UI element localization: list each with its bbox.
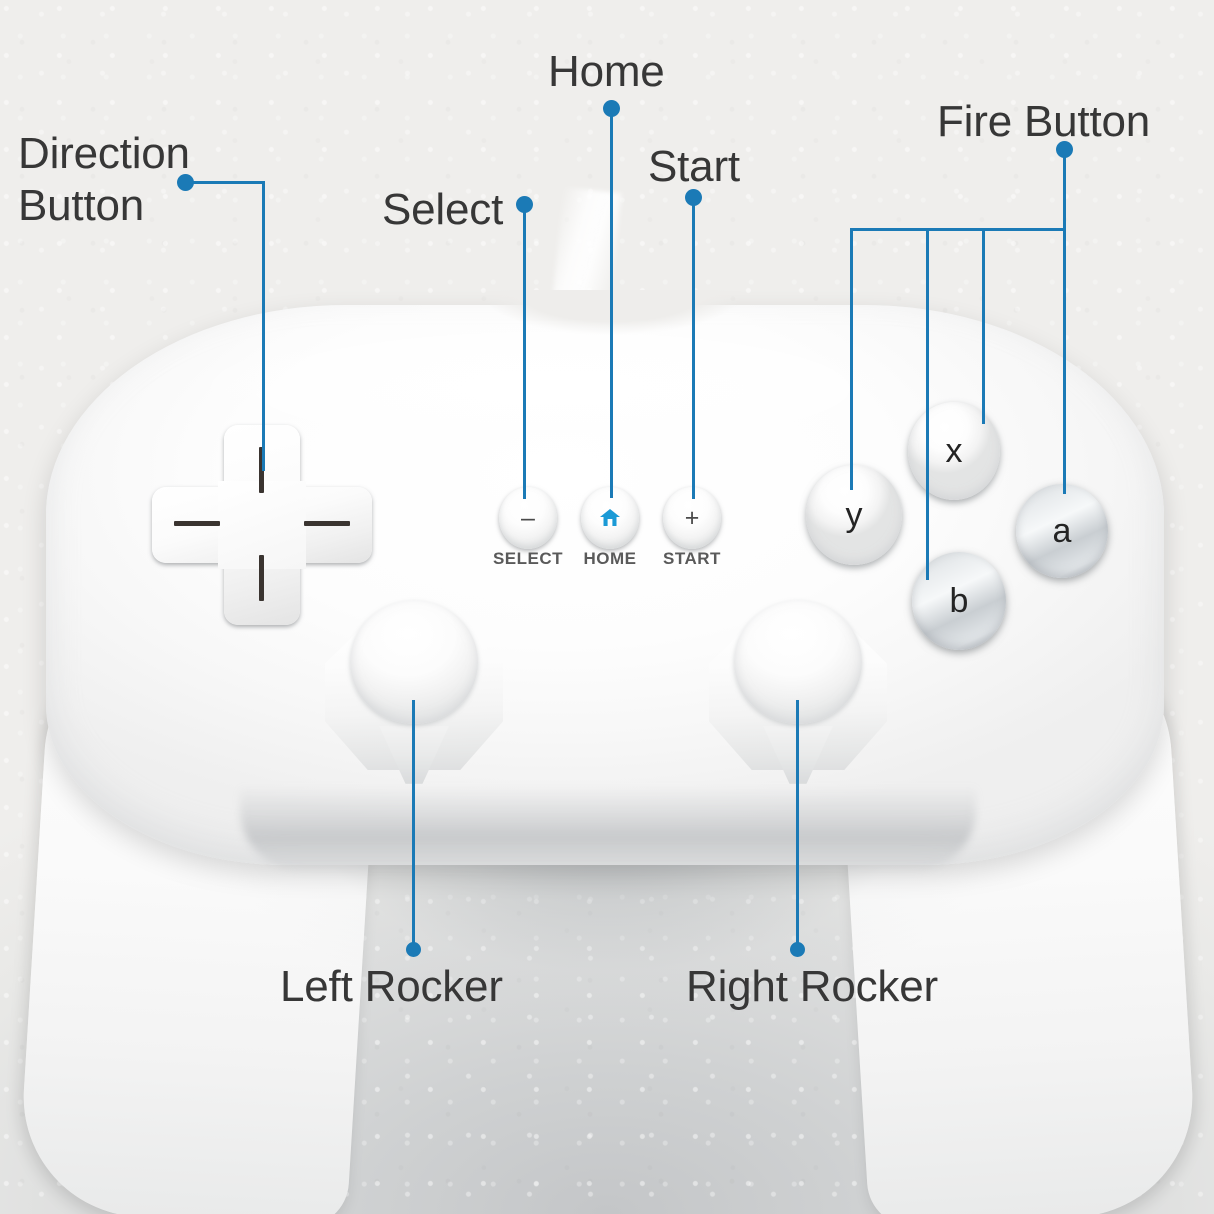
callout-dot-right-rocker [790,942,805,957]
callout-line-home [610,108,613,498]
callout-line-right-rocker [796,700,799,948]
dpad-right-slot-icon [304,521,350,526]
callout-label-right-rocker: Right Rocker [686,962,938,1011]
grip-inner-shadow [238,800,978,1214]
a-button[interactable]: a [1016,484,1108,578]
select-button[interactable]: – [499,487,557,549]
minus-icon: – [521,503,535,532]
callout-label-direction-button: Direction Button [18,129,190,230]
callout-label-left-rocker: Left Rocker [280,962,503,1011]
callout-line-left-rocker [412,700,415,948]
x-button[interactable]: x [908,402,1000,500]
dpad-center [218,481,306,569]
callout-line-fire-bus [850,228,1066,231]
home-button-caption: HOME [583,549,637,568]
callout-line-fire-branch-b [926,228,929,580]
callout-line-fire-branch-y [850,228,853,490]
callout-line-direction-vertical [262,181,265,471]
callout-label-fire-button: Fire Button [937,97,1151,146]
controller-bottom-lip [240,786,976,870]
callout-label-home: Home [548,47,665,96]
select-button-caption: SELECT [492,549,564,568]
callout-line-fire-trunk [1063,149,1066,231]
callout-line-start [692,197,695,499]
home-icon [599,508,621,528]
callout-label-select: Select [382,185,504,234]
y-button[interactable]: y [806,465,902,565]
dpad-up-slot-icon [259,447,264,493]
callout-label-start: Start [648,142,740,191]
callout-line-fire-branch-x [982,228,985,424]
start-button-caption: START [663,549,721,568]
callout-dot-left-rocker [406,942,421,957]
callout-line-select [523,204,526,499]
dpad-down-slot-icon [259,555,264,601]
callout-line-direction-horizontal [185,181,265,184]
callout-line-fire-branch-a [1063,228,1066,494]
plus-icon: + [684,503,700,532]
dpad-left-slot-icon [174,521,220,526]
direction-pad[interactable] [152,425,372,625]
